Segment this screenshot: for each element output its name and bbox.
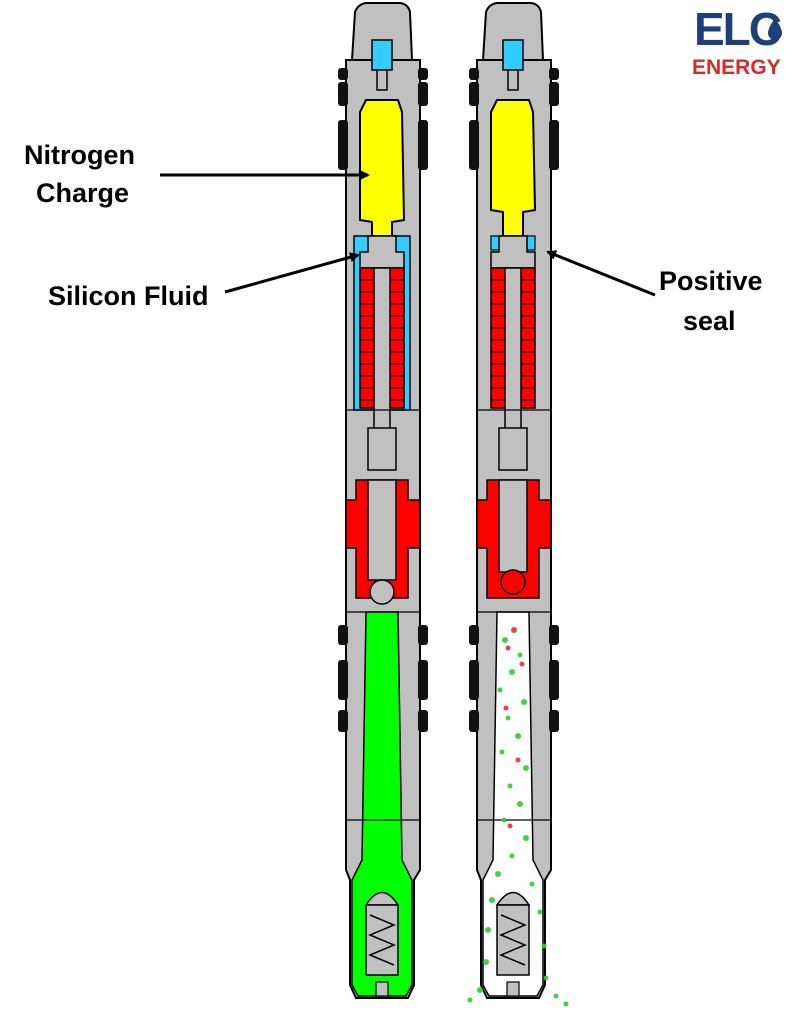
label-nitrogen-line1: Nitrogen: [24, 140, 135, 170]
arrow-positive-seal: [546, 250, 656, 297]
valve-right-seal-mid-l2: [469, 660, 479, 700]
valve-right-top-port: [502, 39, 524, 71]
valve-right-seal-top-l2: [469, 82, 479, 106]
logo-main-text: ELC: [694, 3, 782, 55]
valve-left-seal-mid-l3: [338, 710, 348, 732]
valve-right-seal-top-l: [469, 68, 479, 80]
valve-right-stem-lower: [498, 479, 528, 573]
valve-left-spring: [368, 914, 396, 966]
valve-left-stem-lower: [367, 479, 397, 581]
valve-right-seal-top-r2: [549, 82, 559, 106]
valve-right-seal-top-l3: [469, 120, 479, 170]
valve-left-fluid: [351, 611, 413, 997]
valve-left-stem-cap: [367, 427, 397, 471]
valve-left-seal-top-l2: [338, 82, 348, 106]
valve-left-seal-mid-r3: [418, 710, 428, 732]
valve-right-fluid-speckle: [467, 627, 569, 1007]
valve-left: [338, 2, 428, 999]
brand-logo: ELC ENERGY: [690, 3, 790, 84]
valve-left-nose-cap: [375, 981, 389, 997]
label-nitrogen-line2: Charge: [36, 178, 130, 208]
label-silicon: Silicon Fluid: [48, 281, 209, 311]
valve-left-seal-top-r3: [418, 120, 428, 170]
logo-drop-icon: [768, 18, 782, 40]
valve-right-bore: [482, 611, 544, 997]
valve-right-stem-cap: [498, 427, 528, 471]
valve-left-seal-mid-r2: [418, 660, 428, 700]
valve-right-ball: [500, 569, 526, 595]
valve-left-seal-top-r: [418, 68, 428, 80]
valve-right-seal-mid-l: [469, 625, 479, 645]
label-positive-line2: seal: [683, 306, 736, 336]
valve-right-seal-top-r3: [549, 120, 559, 170]
valve-left-seal-mid-l2: [338, 660, 348, 700]
valve-left-seal-top-l3: [338, 120, 348, 170]
valve-left-seal-mid-l: [338, 625, 348, 645]
label-positive-line1: Positive: [659, 266, 763, 296]
valve-right: [467, 2, 569, 1007]
valve-left-top-port-neck: [376, 69, 388, 91]
valve-left-seal-mid-r: [418, 625, 428, 645]
valve-right-seal-mid-r: [549, 625, 559, 645]
arrow-silicon: [224, 252, 360, 294]
valve-left-ball: [369, 579, 395, 605]
valve-left-top-port: [371, 39, 393, 71]
valve-right-seal-mid-r3: [549, 710, 559, 732]
valve-right-seal-mid-r2: [549, 660, 559, 700]
logo-sub-text: ENERGY: [692, 56, 781, 79]
valve-right-seal-mid-l3: [469, 710, 479, 732]
valve-right-spring: [499, 914, 527, 966]
valve-right-top-port-neck: [507, 69, 519, 91]
valve-right-top-nose: [481, 2, 545, 61]
valve-left-seal-top-l: [338, 68, 348, 80]
valve-right-seal-top-r: [549, 68, 559, 80]
valve-left-nitrogen-dome: [359, 99, 406, 237]
valve-left-seal-top-r2: [418, 82, 428, 106]
valve-left-top-nose: [350, 2, 414, 61]
valve-right-nose-cap: [506, 981, 520, 997]
